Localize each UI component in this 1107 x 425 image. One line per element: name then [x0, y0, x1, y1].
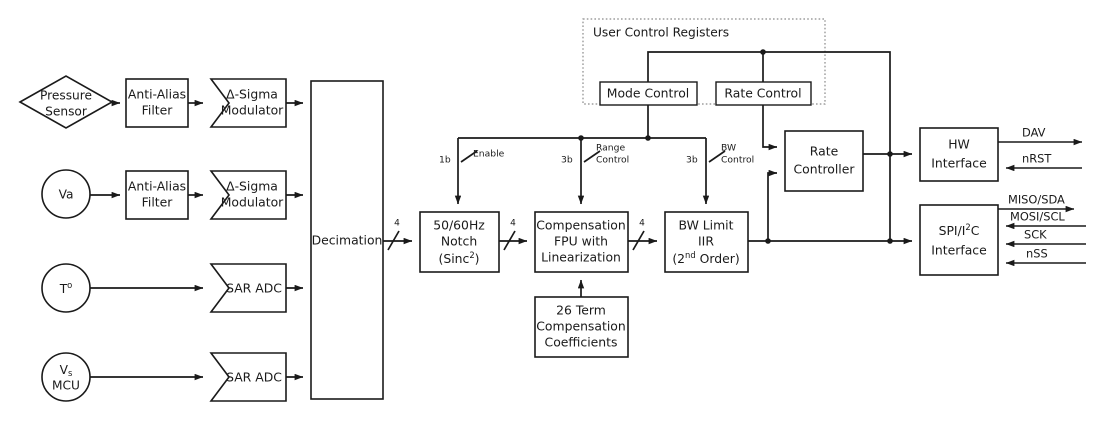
datapath-bus-compensation-bwlimit: 4 [628, 219, 658, 251]
nrst-label: nRST [1022, 152, 1051, 166]
bus-width-label-1: 4 [394, 219, 400, 229]
signal-nss: nSS [1005, 247, 1086, 267]
control-bus-mode-output [458, 105, 706, 141]
dsm2-line1: Δ-Sigma [226, 179, 278, 194]
bw-limit-line2: IIR [698, 234, 714, 249]
bw-control-width-label: 3b [686, 155, 698, 166]
notch-line3: (Sinc2) [439, 250, 480, 266]
compensation-line1: Compensation [536, 218, 625, 233]
dsm2-line2: Modulator [221, 195, 284, 210]
compensation-line2: FPU with [554, 234, 608, 249]
aaf1-line1: Anti-Alias [128, 87, 186, 102]
notch-line2: Notch [441, 234, 477, 249]
sensor-pressure-sensor: Pressure Sensor [18, 75, 114, 129]
signal-nrst: nRST [1005, 152, 1082, 172]
block-rate-control: Rate Control [715, 81, 812, 106]
hw-interface-line2: Interface [931, 156, 986, 171]
bw-control-label-line2: Control [721, 155, 754, 166]
rate-control-label: Rate Control [724, 86, 801, 101]
signal-sck: SCK [1005, 228, 1086, 248]
bw-control-label-line1: BW [721, 143, 736, 154]
range-control-label-line2: Control [596, 155, 629, 166]
coefficients-line2: Compensation [536, 319, 625, 334]
block-spi-i2c-interface: SPI/I2C Interface [919, 204, 999, 276]
spi-interface-line1: SPI/I2C [939, 222, 980, 238]
block-anti-alias-filter-2: Anti-Alias Filter [125, 170, 189, 220]
rate-controller-line1: Rate [810, 144, 838, 159]
front-end-wires [90, 99, 304, 381]
sensor-label-line2: Sensor [45, 105, 88, 119]
block-notch-filter: 50/60Hz Notch (Sinc2) [419, 211, 500, 273]
signal-miso-sda: MISO/SDA [998, 193, 1075, 213]
block-compensation-fpu: Compensation FPU with Linearization [534, 211, 629, 273]
bw-limit-line1: BW Limit [679, 218, 734, 233]
block-decimation: Decimation [310, 80, 384, 400]
aaf2-line1: Anti-Alias [128, 179, 186, 194]
sensor-label-line1: Pressure [40, 89, 92, 103]
block-sar-adc-1: SAR ADC [209, 263, 287, 313]
sensor-label-mcu: MCU [52, 379, 80, 393]
sensor-label-temperature: To [59, 280, 73, 296]
enable-width-label: 1b [439, 155, 451, 166]
sensor-temperature: To [41, 263, 91, 313]
block-bw-limit-iir: BW Limit IIR (2nd Order) [664, 211, 749, 273]
mode-control-label: Mode Control [607, 86, 690, 101]
sensor-va: Va [41, 169, 91, 219]
hw-interface-line1: HW [948, 137, 970, 152]
decimation-label: Decimation [312, 233, 383, 248]
user-control-registers-group: User Control Registers [582, 18, 826, 105]
range-control-width-label: 3b [561, 155, 573, 166]
bus-width-label-3: 4 [639, 219, 645, 229]
wire-rate-controller-to-hw-interface [863, 150, 913, 158]
sck-label: SCK [1024, 228, 1047, 242]
signal-mosi-scl: MOSI/SCL [1005, 210, 1086, 230]
enable-label: Enable [473, 149, 505, 160]
control-tap-bw-control: 3b BW Control [686, 138, 754, 205]
sar-adc-1-label: SAR ADC [226, 281, 282, 296]
block-rate-controller: Rate Controller [784, 130, 864, 192]
sensor-label-vs: Vs [60, 363, 73, 378]
user-control-registers-label: User Control Registers [593, 26, 729, 40]
dav-label: DAV [1022, 126, 1046, 140]
coefficients-line1: 26 Term [556, 303, 606, 318]
datapath-bus-notch-compensation: 4 [499, 219, 528, 251]
block-sar-adc-2: SAR ADC [209, 352, 287, 402]
aaf2-line2: Filter [142, 195, 174, 210]
block-delta-sigma-modulator-1: Δ-Sigma Modulator [209, 78, 287, 128]
block-compensation-coefficients: 26 Term Compensation Coefficients [534, 296, 629, 358]
control-bus-top [647, 49, 891, 241]
block-mode-control: Mode Control [599, 81, 698, 106]
miso-sda-label: MISO/SDA [1008, 193, 1065, 207]
range-control-label-line1: Range [596, 143, 625, 154]
rate-controller-line2: Controller [794, 162, 856, 177]
sensor-vs-mcu: Vs MCU [41, 352, 91, 402]
block-delta-sigma-modulator-2: Δ-Sigma Modulator [209, 170, 287, 220]
wire-rate-control-to-rate-controller [762, 105, 778, 151]
spi-interface-line2: Interface [931, 243, 986, 258]
wire-bwlimit-output [748, 169, 913, 245]
nss-label: nSS [1026, 247, 1048, 261]
compensation-line3: Linearization [541, 250, 621, 265]
signal-dav: DAV [998, 126, 1083, 146]
sar-adc-2-label: SAR ADC [226, 370, 282, 385]
bus-width-label-2: 4 [510, 219, 516, 229]
coefficients-line3: Coefficients [545, 335, 618, 350]
notch-line1: 50/60Hz [433, 218, 485, 233]
dsm1-line2: Modulator [221, 103, 284, 118]
control-tap-enable: 1b Enable [439, 138, 505, 205]
block-hw-interface: HW Interface [919, 127, 999, 182]
datapath-bus-decimation-notch: 4 [383, 219, 413, 251]
dsm1-line1: Δ-Sigma [226, 87, 278, 102]
bw-limit-line3: (2nd Order) [672, 250, 739, 266]
aaf1-line2: Filter [142, 103, 174, 118]
mosi-scl-label: MOSI/SCL [1010, 210, 1065, 224]
control-tap-range-control: 3b Range Control [561, 138, 629, 205]
block-anti-alias-filter-1: Anti-Alias Filter [125, 78, 189, 128]
sensor-label-va: Va [59, 188, 74, 202]
